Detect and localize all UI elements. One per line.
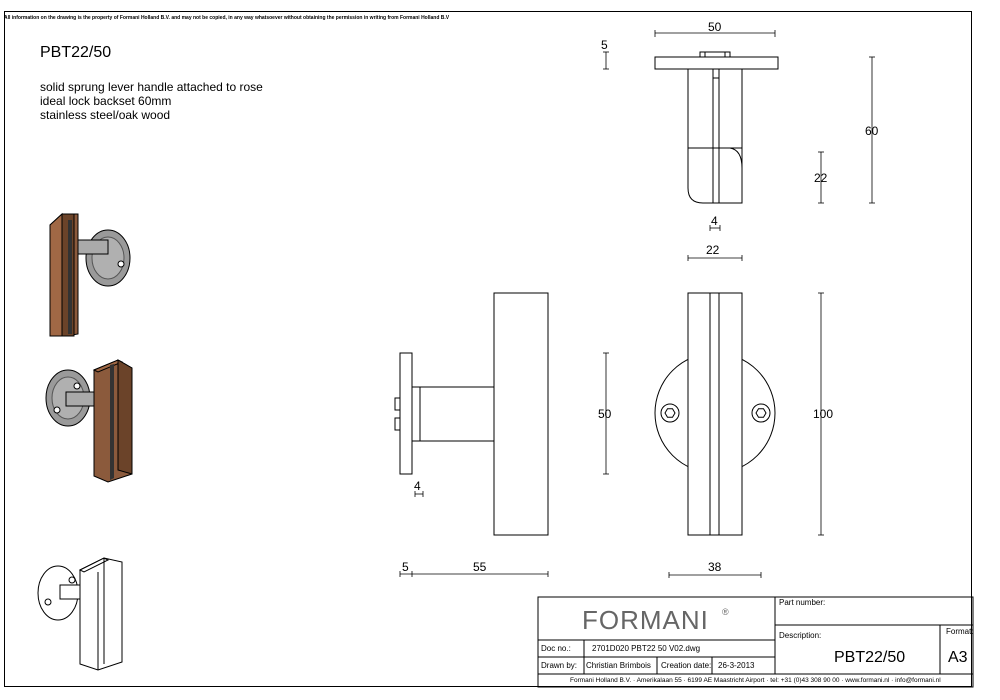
screw-icon bbox=[751, 403, 771, 423]
description-line: stainless steel/oak wood bbox=[40, 108, 171, 122]
sheet-border bbox=[4, 11, 972, 687]
format-label: Format: bbox=[946, 627, 974, 636]
top-view bbox=[654, 51, 779, 204]
screw-icon bbox=[73, 382, 81, 390]
rose-side bbox=[399, 352, 413, 475]
front-view bbox=[654, 292, 776, 536]
dim-top-grip-depth: 22 bbox=[814, 171, 828, 185]
top-dims bbox=[603, 30, 875, 231]
iso-view-2 bbox=[45, 359, 133, 483]
grip-side bbox=[493, 292, 549, 536]
product-code: PBT22/50 bbox=[40, 44, 112, 61]
format-value: A3 bbox=[948, 649, 968, 666]
formani-logo: FORMANI bbox=[582, 605, 709, 635]
iso-view-3 bbox=[37, 557, 123, 671]
creation-date-value: 26-3-2013 bbox=[718, 661, 755, 670]
grip-front bbox=[687, 292, 743, 536]
drawn-by-value: Christian Brimbois bbox=[586, 661, 651, 670]
description-line: solid sprung lever handle attached to ro… bbox=[40, 80, 263, 94]
dim-top-width: 50 bbox=[708, 20, 722, 34]
drawn-by-label: Drawn by: bbox=[541, 661, 577, 670]
spindle-shape bbox=[77, 239, 109, 255]
dim-front-base-width: 38 bbox=[708, 560, 722, 574]
dim-side-rose-thickness: 5 bbox=[402, 560, 409, 574]
description-label: Description: bbox=[779, 631, 821, 640]
grip-outline-top bbox=[687, 68, 743, 204]
company-footer: Formani Holland B.V. · Amerikalaan 55 · … bbox=[570, 677, 941, 684]
screw-icon bbox=[117, 260, 125, 268]
screw-icon bbox=[44, 598, 52, 606]
front-dims bbox=[668, 255, 824, 578]
copyright-disclaimer: All information on the drawing is the pr… bbox=[4, 15, 450, 21]
doc-no-label: Doc no.: bbox=[541, 644, 571, 653]
rose-plate-top bbox=[654, 56, 779, 70]
screw-icon bbox=[660, 403, 680, 423]
doc-no-value: 2701D020 PBT22 50 V02.dwg bbox=[592, 644, 700, 653]
grip-shape bbox=[79, 557, 123, 671]
creation-date-label: Creation date: bbox=[661, 661, 711, 670]
dim-side-gap: 4 bbox=[414, 479, 421, 493]
registered-mark: ® bbox=[722, 607, 729, 617]
hex-socket-icon bbox=[755, 408, 767, 418]
side-view bbox=[394, 292, 549, 536]
screw-icon bbox=[53, 406, 61, 414]
description-line: ideal lock backset 60mm bbox=[40, 94, 172, 108]
dim-front-height: 100 bbox=[813, 407, 833, 421]
spindle-side bbox=[411, 386, 495, 442]
iso-view-1 bbox=[49, 212, 131, 337]
dim-top-rose-thickness: 5 bbox=[601, 38, 608, 52]
dim-front-width: 22 bbox=[706, 243, 720, 257]
part-number-label: Part number: bbox=[779, 598, 825, 607]
dim-side-projection: 55 bbox=[473, 560, 487, 574]
side-dims bbox=[399, 352, 609, 577]
screw-icon bbox=[68, 576, 76, 584]
hex-socket-icon bbox=[664, 408, 676, 418]
title-block bbox=[537, 596, 974, 688]
description-value: PBT22/50 bbox=[834, 649, 905, 666]
dim-top-height: 60 bbox=[865, 124, 879, 138]
dim-top-gap: 4 bbox=[711, 214, 718, 228]
spindle-shape bbox=[65, 391, 97, 407]
dim-side-rose-diameter: 50 bbox=[598, 407, 612, 421]
